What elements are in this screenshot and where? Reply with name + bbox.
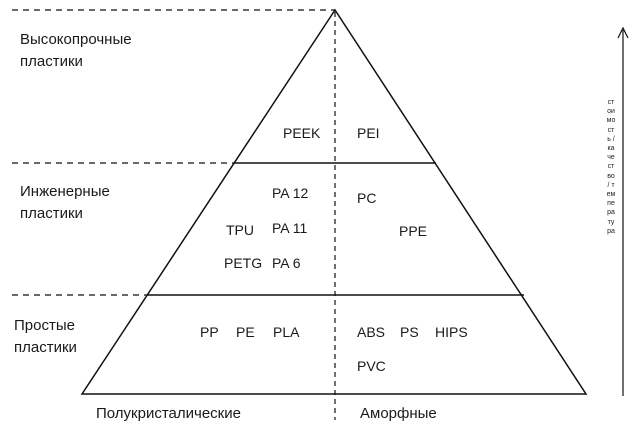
material-pe: PE [236, 324, 255, 340]
material-abs: ABS [357, 324, 386, 340]
axis-arrow-head [617, 26, 629, 39]
material-peek: PEEK [283, 125, 321, 141]
material-tpu: TPU [226, 222, 254, 238]
material-pvc: PVC [357, 358, 386, 374]
tier-label-simple: Простые пластики [14, 315, 77, 359]
material-ps: PS [400, 324, 419, 340]
material-pa12: PA 12 [272, 185, 309, 201]
bottom-label-semicrystalline: Полукристалические [96, 405, 241, 422]
tier-label-high-text: Высокопрочные пластики [20, 31, 132, 70]
tier-label-simple-text: Простые пластики [14, 317, 77, 356]
material-ppe: PPE [399, 223, 428, 239]
axis-label-vertical: стоимость / качество / температура [606, 99, 616, 235]
bottom-label-amorphous: Аморфные [360, 405, 437, 422]
material-pla: PLA [273, 324, 300, 340]
pyramid-outline [80, 8, 588, 395]
material-petg: PETG [224, 255, 263, 271]
material-pc: PC [357, 190, 377, 206]
material-pa6: PA 6 [272, 255, 301, 271]
tier-label-engineering: Инженерные пластики [20, 181, 110, 225]
material-pp: PP [200, 324, 219, 340]
material-pa11: PA 11 [272, 220, 308, 236]
material-hips: HIPS [435, 324, 468, 340]
tier-label-high: Высокопрочные пластики [20, 29, 132, 73]
tier-label-engineering-text: Инженерные пластики [20, 183, 110, 222]
material-pei: PEI [357, 125, 380, 141]
